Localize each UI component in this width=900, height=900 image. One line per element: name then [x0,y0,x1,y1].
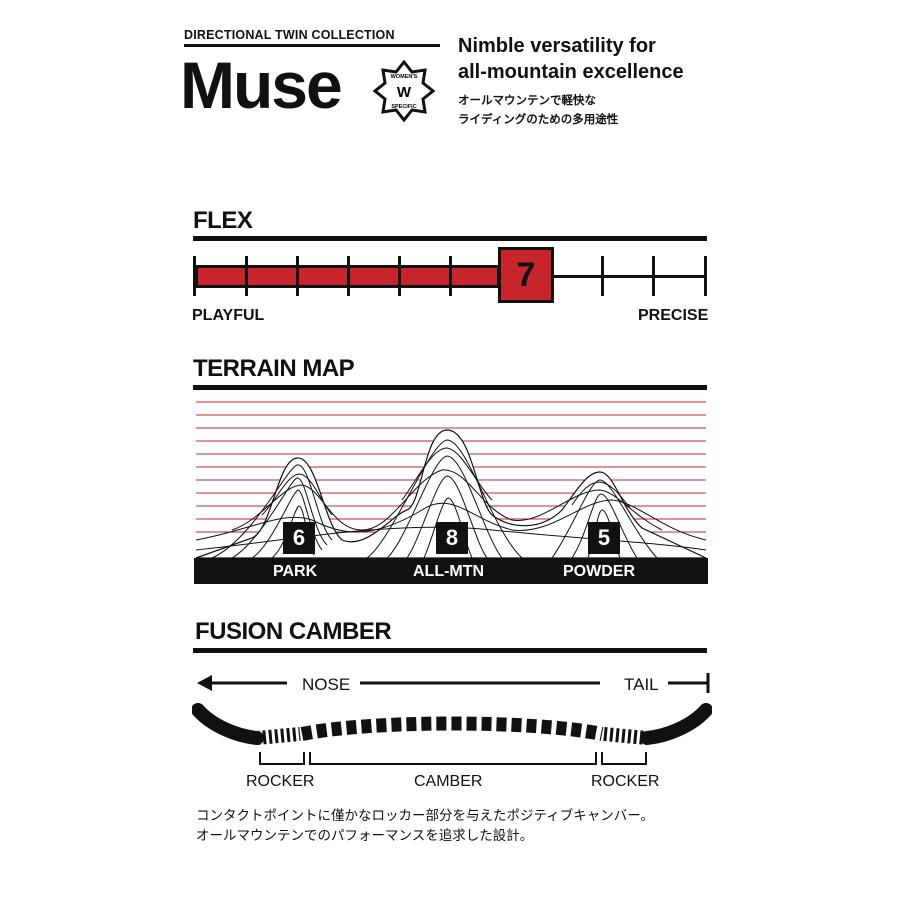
terrain-label-allmtn: ALL-MTN [413,563,485,580]
flex-label-left: PLAYFUL [192,307,265,324]
camber-rule [193,648,707,653]
flex-tick [449,256,452,296]
camber-title: FUSION CAMBER [195,618,392,645]
nose-label: NOSE [302,675,351,694]
camber-description-line-1: コンタクトポイントに僅かなロッカー部分を与えたポジティブキャンバー。 [196,808,655,823]
flex-tick [704,256,707,296]
flex-tick [398,256,401,296]
flex-tick [193,256,196,296]
powder-score-badge: 5 [588,522,620,554]
collection-name: DIRECTIONAL TWIN COLLECTION [184,28,395,42]
camber-profile-graphic [192,673,712,765]
zone-rocker-nose: ROCKER [246,773,315,790]
flex-label-right: PRECISE [638,307,709,324]
tagline-japanese: オールマウンテンで軽快な ライディングのための多用途性 [458,92,618,130]
terrain-map-graphic [195,401,707,559]
tagline-en-line-1: Nimble versatility for [458,35,656,57]
tagline-english: Nimble versatility for all-mountain exce… [458,33,684,85]
tagline-en-line-2: all-mountain excellence [458,61,684,83]
collection-rule [184,44,440,47]
tagline-ja-line-2: ライディングのための多用途性 [458,114,619,126]
camber-description: コンタクトポイントに僅かなロッカー部分を与えたポジティブキャンバー。 オールマウ… [196,806,654,846]
flex-tick [652,256,655,296]
badge-top-text: WOMEN'S [391,74,418,80]
flex-tick [601,256,604,296]
tail-label: TAIL [624,675,659,694]
terrain-title: TERRAIN MAP [193,355,355,382]
badge-letter: W [397,84,412,101]
model-name: Muse [180,48,343,122]
terrain-label-powder: POWDER [563,563,635,580]
badge-bottom-text: SPECIFIC [391,104,416,110]
park-score-badge: 6 [283,522,315,554]
allmtn-score-badge: 8 [436,522,468,554]
terrain-rule [193,385,707,390]
zone-camber: CAMBER [414,773,483,790]
flex-tick [245,256,248,296]
flex-tick [347,256,350,296]
zone-rocker-tail: ROCKER [591,773,660,790]
flex-tick [296,256,299,296]
camber-description-line-2: オールマウンテンでのパフォーマンスを追求した設計。 [196,828,534,843]
womens-specific-badge-icon: WOMEN'S W SPECIFIC [373,60,435,122]
flex-rule [193,236,707,241]
terrain-label-bar [194,558,708,584]
flex-value-box: 7 [498,247,554,303]
flex-title: FLEX [193,207,253,234]
tagline-ja-line-1: オールマウンテンで軽快な [458,95,596,107]
terrain-label-park: PARK [273,563,318,580]
